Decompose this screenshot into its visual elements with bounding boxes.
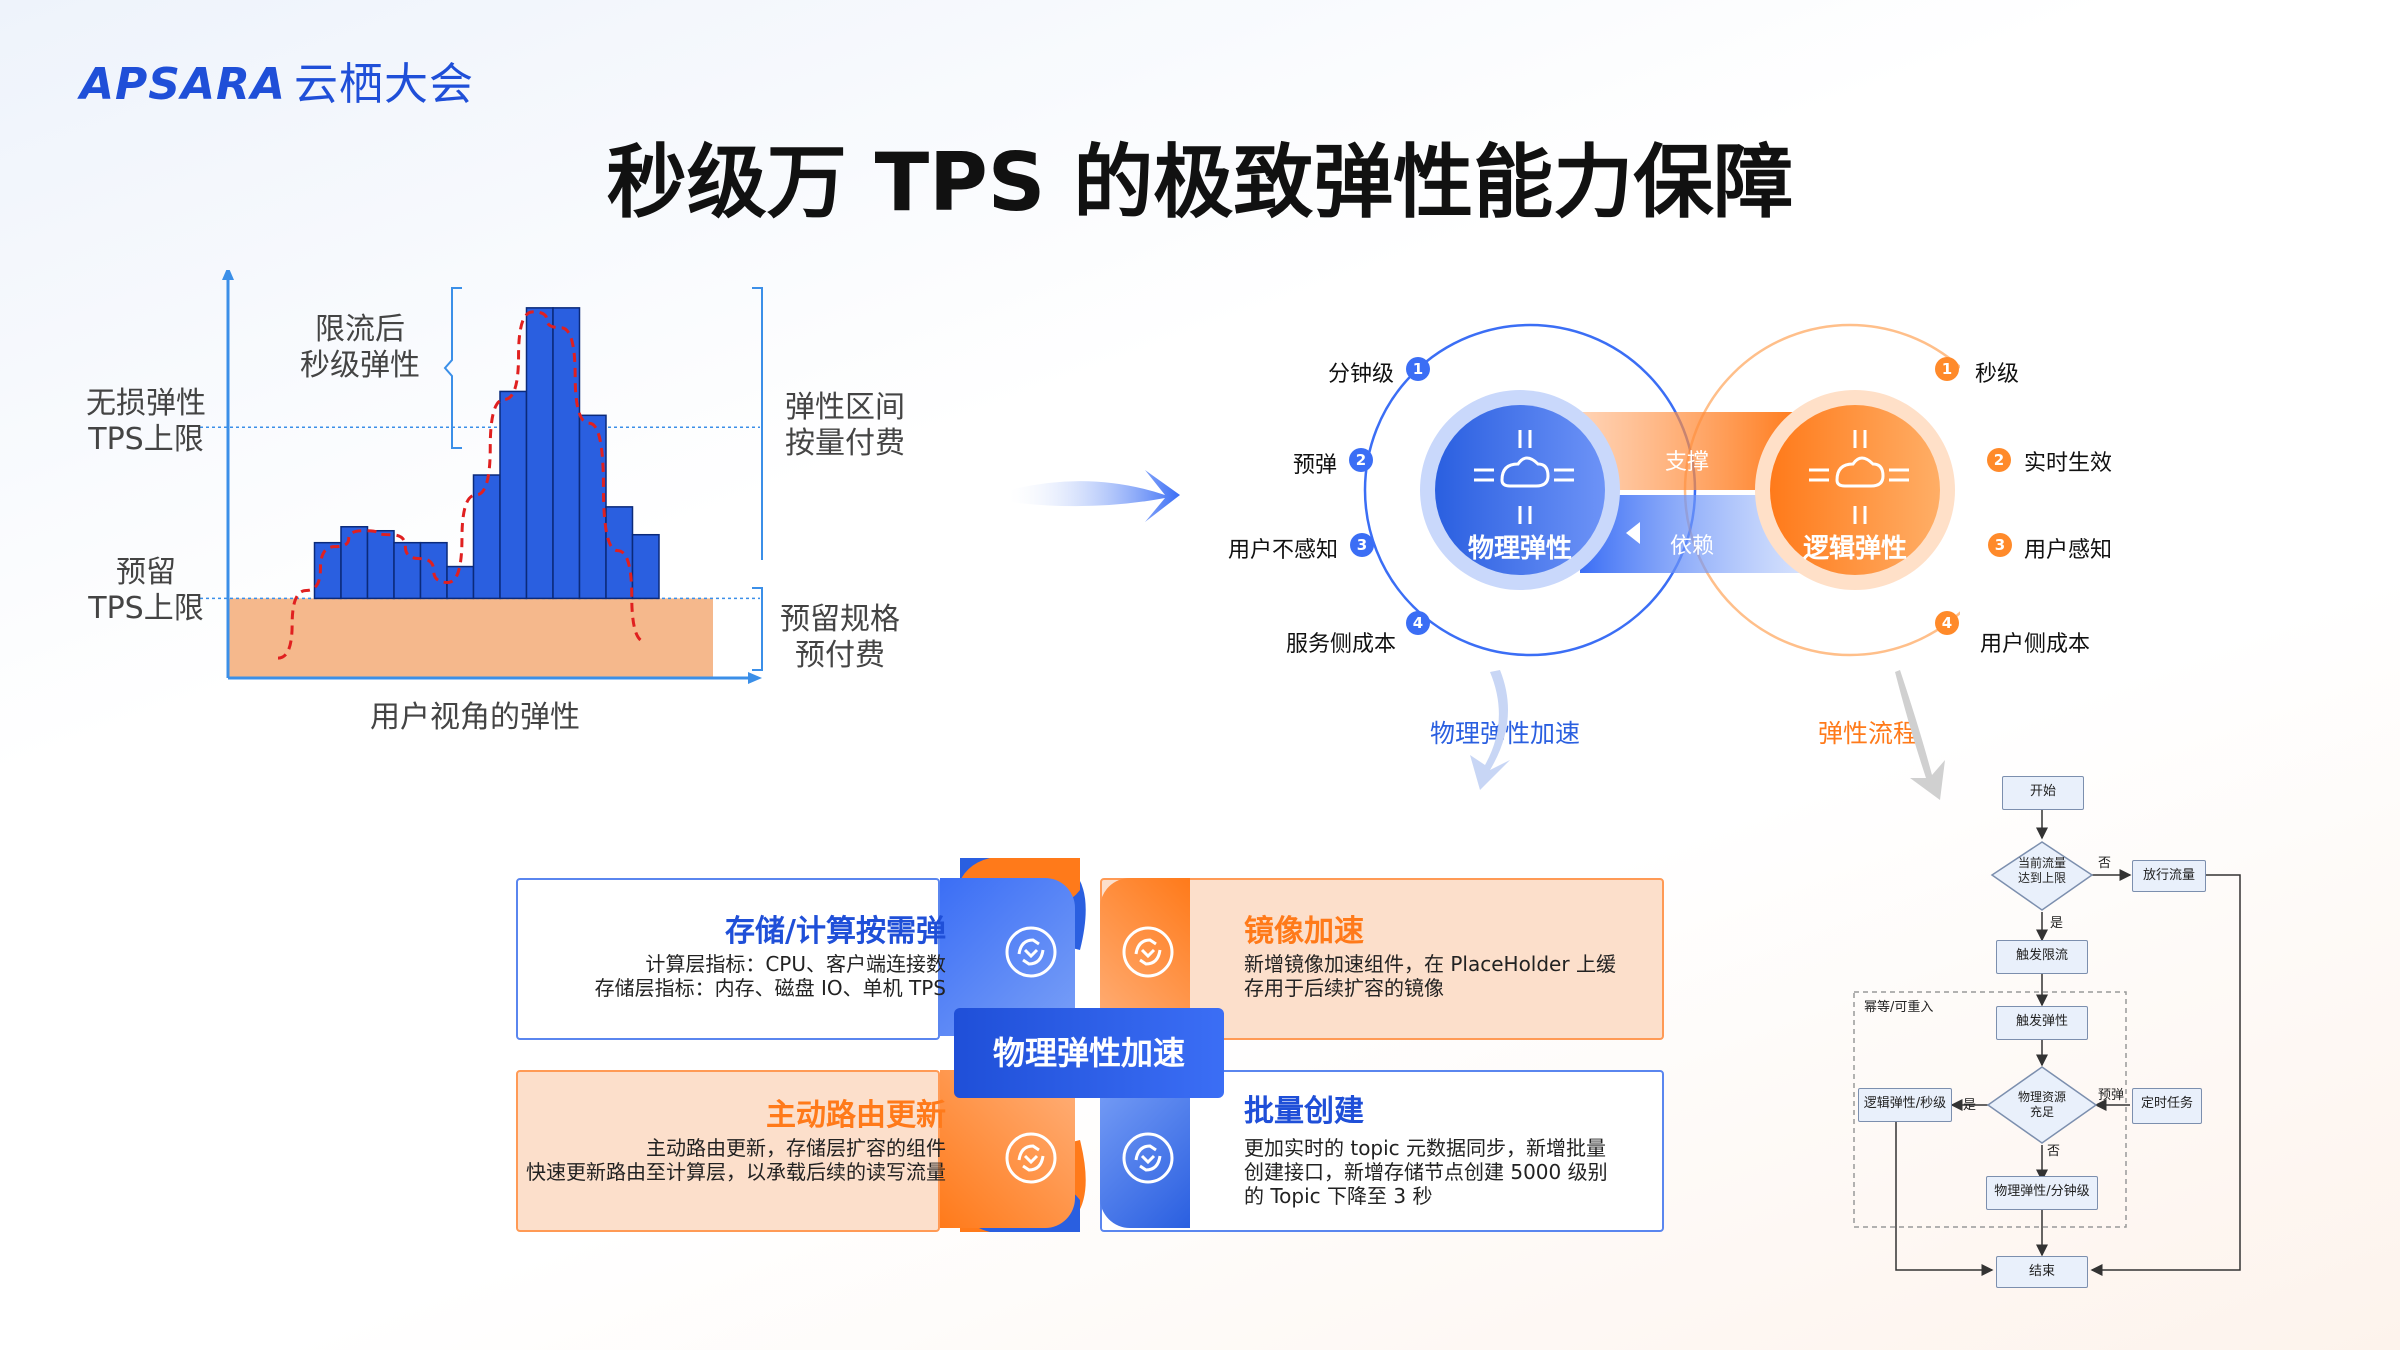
mirror-refresh-icon bbox=[1122, 926, 1174, 978]
x-axis-arrow-icon bbox=[748, 672, 762, 684]
right-arrow-icon bbox=[1010, 470, 1180, 522]
down-arrow-physical-icon bbox=[1470, 670, 1510, 790]
range-label: 弹性区间 按量付费 bbox=[785, 390, 905, 461]
storage-line1: 计算层指标：CPU、客户端连接数 bbox=[645, 952, 946, 976]
logical-cloud-icon bbox=[1809, 430, 1909, 524]
logical-core-label: 逻辑弹性 bbox=[1802, 534, 1907, 564]
lossless-label: 无损弹性 TPS上限 bbox=[86, 386, 206, 457]
flow-yes2: 是 bbox=[1963, 1098, 1977, 1113]
reserved-bracket bbox=[752, 587, 763, 671]
chart-bar bbox=[631, 533, 660, 600]
down-arrow-logical-icon bbox=[1895, 670, 1945, 800]
chart-bar bbox=[340, 526, 369, 600]
physical-item-4-number: 4 bbox=[1406, 611, 1430, 635]
chart-caption: 用户视角的弹性 bbox=[370, 700, 580, 735]
logical-item-4-label: 用户侧成本 bbox=[1980, 632, 2091, 657]
reserved-spec-label: 预留规格 预付费 bbox=[780, 602, 900, 673]
flow-pre: 预弹 bbox=[2098, 1088, 2125, 1103]
mirror-title: 镜像加速 bbox=[1244, 914, 1364, 949]
depend-arrow-icon bbox=[1626, 522, 1640, 544]
physical-item-2-number: 2 bbox=[1349, 448, 1373, 472]
physical-item-2-label: 预弹 bbox=[1292, 453, 1337, 478]
mirror-line1: 新增镜像加速组件，在 PlaceHolder 上缓 bbox=[1244, 952, 1616, 976]
logical-item-2-label: 实时生效 bbox=[2024, 451, 2113, 476]
flow-logical: 逻辑弹性/秒级 bbox=[1858, 1088, 1952, 1122]
depend-label: 依赖 bbox=[1670, 534, 1715, 559]
flow-decision2: 物理资源 充足 bbox=[2017, 1090, 2066, 1119]
logical-item-3-label: 用户感知 bbox=[2024, 538, 2113, 563]
logical-item-2-number: 2 bbox=[1987, 448, 2011, 472]
physical-item-1-number: 1 bbox=[1406, 357, 1430, 381]
chart-bar bbox=[366, 529, 395, 600]
batch-refresh-icon bbox=[1122, 1132, 1174, 1184]
flow-throttle: 触发限流 bbox=[1996, 940, 2088, 974]
storage-title: 存储/计算按需弹 bbox=[725, 914, 946, 949]
batch-title: 批量创建 bbox=[1244, 1094, 1364, 1129]
batch-line2: 创建接口，新增存储节点创建 5000 级别 bbox=[1244, 1160, 1608, 1184]
routing-refresh-icon bbox=[1005, 1132, 1057, 1184]
chart-bar bbox=[605, 506, 634, 600]
flow-group-label: 幂等/可重入 bbox=[1864, 1000, 1934, 1015]
flow-no2: 否 bbox=[2047, 1144, 2061, 1159]
chart-bar bbox=[525, 307, 554, 600]
range-bracket bbox=[752, 287, 763, 560]
routing-title: 主动路由更新 bbox=[766, 1098, 946, 1133]
physical-item-3-label: 用户不感知 bbox=[1227, 538, 1338, 563]
flow-trigger: 触发弹性 bbox=[1996, 1006, 2088, 1040]
quad-center-label: 物理弹性加速 bbox=[954, 1008, 1224, 1098]
flow-no1: 否 bbox=[2098, 856, 2112, 871]
orbit-diagram bbox=[1363, 323, 1960, 657]
logical-item-1-label: 秒级 bbox=[1975, 362, 2020, 387]
physical-core bbox=[1435, 405, 1605, 575]
elastic-bar-chart bbox=[200, 270, 763, 684]
support-label: 支撑 bbox=[1665, 450, 1710, 475]
logical-item-4-number: 4 bbox=[1935, 611, 1959, 635]
chart-bar bbox=[578, 414, 607, 600]
chart-bar bbox=[552, 307, 581, 600]
flow-timer: 定时任务 bbox=[2132, 1088, 2202, 1124]
chart-bar bbox=[472, 474, 501, 600]
storage-refresh-icon bbox=[1005, 926, 1057, 978]
physical-core-label: 物理弹性 bbox=[1467, 534, 1572, 564]
flow-physical: 物理弹性/分钟级 bbox=[1986, 1176, 2098, 1210]
chart-bar bbox=[419, 541, 448, 600]
logical-footer: 弹性流程 bbox=[1818, 719, 1919, 748]
mirror-line2: 存用于后续扩容的镜像 bbox=[1244, 976, 1444, 1000]
physical-item-1-label: 分钟级 bbox=[1327, 362, 1394, 387]
reserved-label: 预留 TPS上限 bbox=[88, 555, 204, 626]
flow-release: 放行流量 bbox=[2132, 860, 2206, 892]
physical-cloud-icon bbox=[1474, 430, 1574, 524]
physical-item-3-number: 3 bbox=[1350, 533, 1374, 557]
chart-bar bbox=[499, 390, 528, 600]
limit-label: 限流后 秒级弹性 bbox=[300, 312, 420, 383]
routing-line1: 主动路由更新，存储层扩容的组件 bbox=[646, 1136, 946, 1160]
flowchart-connectors bbox=[1853, 810, 2241, 1276]
flow-decision1: 当前流量 达到上限 bbox=[2017, 856, 2066, 885]
batch-line1: 更加实时的 topic 元数据同步，新增批量 bbox=[1244, 1136, 1607, 1160]
trend-line bbox=[277, 310, 647, 660]
logical-item-3-number: 3 bbox=[1988, 533, 2012, 557]
logical-core bbox=[1770, 405, 1940, 575]
storage-card bbox=[516, 878, 940, 1040]
flow-start: 开始 bbox=[2002, 776, 2084, 810]
routing-line2: 快速更新路由至计算层，以承载后续的读写流量 bbox=[526, 1160, 946, 1184]
physical-item-4-label: 服务侧成本 bbox=[1285, 632, 1396, 657]
batch-line3: 的 Topic 下降至 3 秒 bbox=[1244, 1184, 1433, 1208]
limit-bracket bbox=[443, 287, 462, 449]
logical-item-1-number: 1 bbox=[1935, 357, 1959, 381]
page-title: 秒级万 TPS 的极致弹性能力保障 bbox=[606, 136, 1794, 229]
y-axis-arrow-icon bbox=[222, 270, 234, 280]
chart-bar bbox=[313, 541, 342, 600]
flow-end: 结束 bbox=[1996, 1256, 2088, 1288]
routing-card bbox=[516, 1070, 940, 1232]
flow-yes1: 是 bbox=[2050, 916, 2064, 931]
storage-line2: 存储层指标：内存、磁盘 IO、单机 TPS bbox=[594, 976, 946, 1000]
